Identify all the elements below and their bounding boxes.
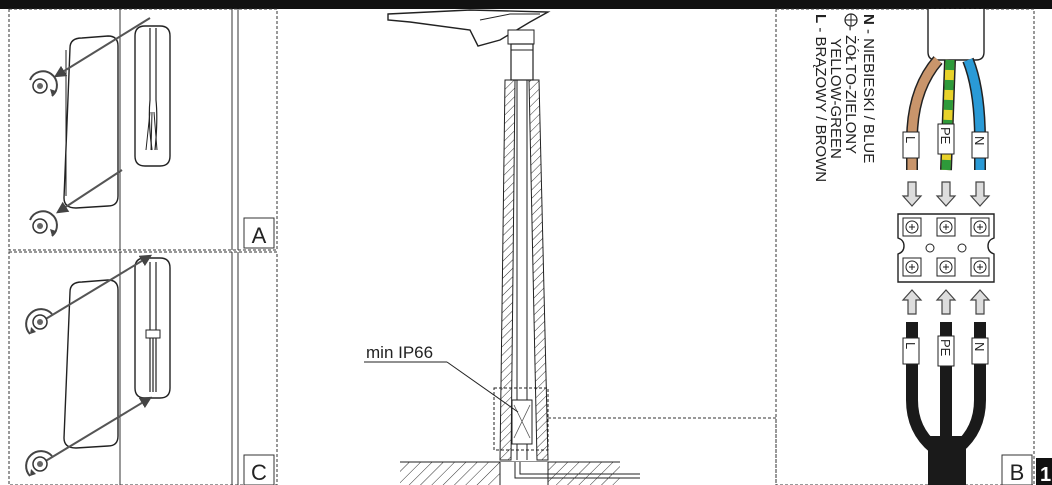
- screw-icon: [29, 70, 58, 97]
- wire-tag-n-bottom: N: [972, 342, 987, 351]
- panel-b: N - NIEBIESKI / BLUE - ŻÓŁTO-ZIELONY YEL…: [775, 8, 1035, 485]
- legend-l-text: - BRĄZOWY / BROWN: [812, 23, 829, 182]
- legend-pe-text-pl: - ŻÓŁTO-ZIELONY: [842, 26, 860, 154]
- panel-b-label: B: [1010, 460, 1025, 485]
- panel-a: A: [8, 8, 278, 251]
- svg-text:L - BRĄZOWY / BROWN: L - BRĄZOWY / BROWN: [812, 14, 829, 182]
- panel-c-label-box: [243, 454, 275, 485]
- door-detail-frame: [493, 387, 549, 451]
- wire-tag-n-top: N: [972, 136, 987, 145]
- legend-pe-text-en: YELLOW-GREEN: [827, 26, 844, 159]
- screw-icon: [25, 308, 53, 335]
- door-opening: [134, 25, 171, 167]
- wire-tag-pe-bottom: PE: [938, 339, 953, 357]
- ip-rating-callout: min IP66: [366, 343, 433, 362]
- panel-b-label-box: [1001, 454, 1033, 485]
- screw-icon: [29, 210, 58, 237]
- top-title-bar: [0, 0, 1052, 9]
- terminal-block: [897, 213, 995, 283]
- screw-icon: [25, 450, 53, 477]
- wire-tag-pe-top: PE: [938, 127, 953, 145]
- legend-n-text: - NIEBIESKI / BLUE: [860, 25, 877, 163]
- terminal-screw-icon: [902, 217, 990, 277]
- wire-tag-l-top: L: [903, 136, 918, 143]
- panel-a-label-box: [243, 217, 275, 249]
- wire-legend: N - NIEBIESKI / BLUE - ŻÓŁTO-ZIELONY YEL…: [812, 13, 877, 182]
- svg-text:N - NIEBIESKI / BLUE: N - NIEBIESKI / BLUE: [860, 14, 877, 163]
- legend-l-code: L: [812, 14, 829, 23]
- wire-tag-l-bottom: L: [903, 342, 918, 349]
- door-cover: [63, 35, 119, 209]
- luminaire-head: [387, 9, 551, 47]
- panel-c-label: C: [251, 460, 267, 485]
- upper-cable-sheath: [927, 9, 985, 61]
- ground-symbol-icon: [844, 13, 858, 27]
- lower-cable-sheath: [928, 436, 966, 485]
- legend-n-code: N: [860, 14, 877, 25]
- page-number: 1: [1040, 464, 1051, 485]
- panel-c: C: [8, 251, 278, 485]
- page-number-tab: [1036, 458, 1052, 485]
- panel-a-label: A: [252, 223, 267, 248]
- lamp-pole: [387, 9, 777, 485]
